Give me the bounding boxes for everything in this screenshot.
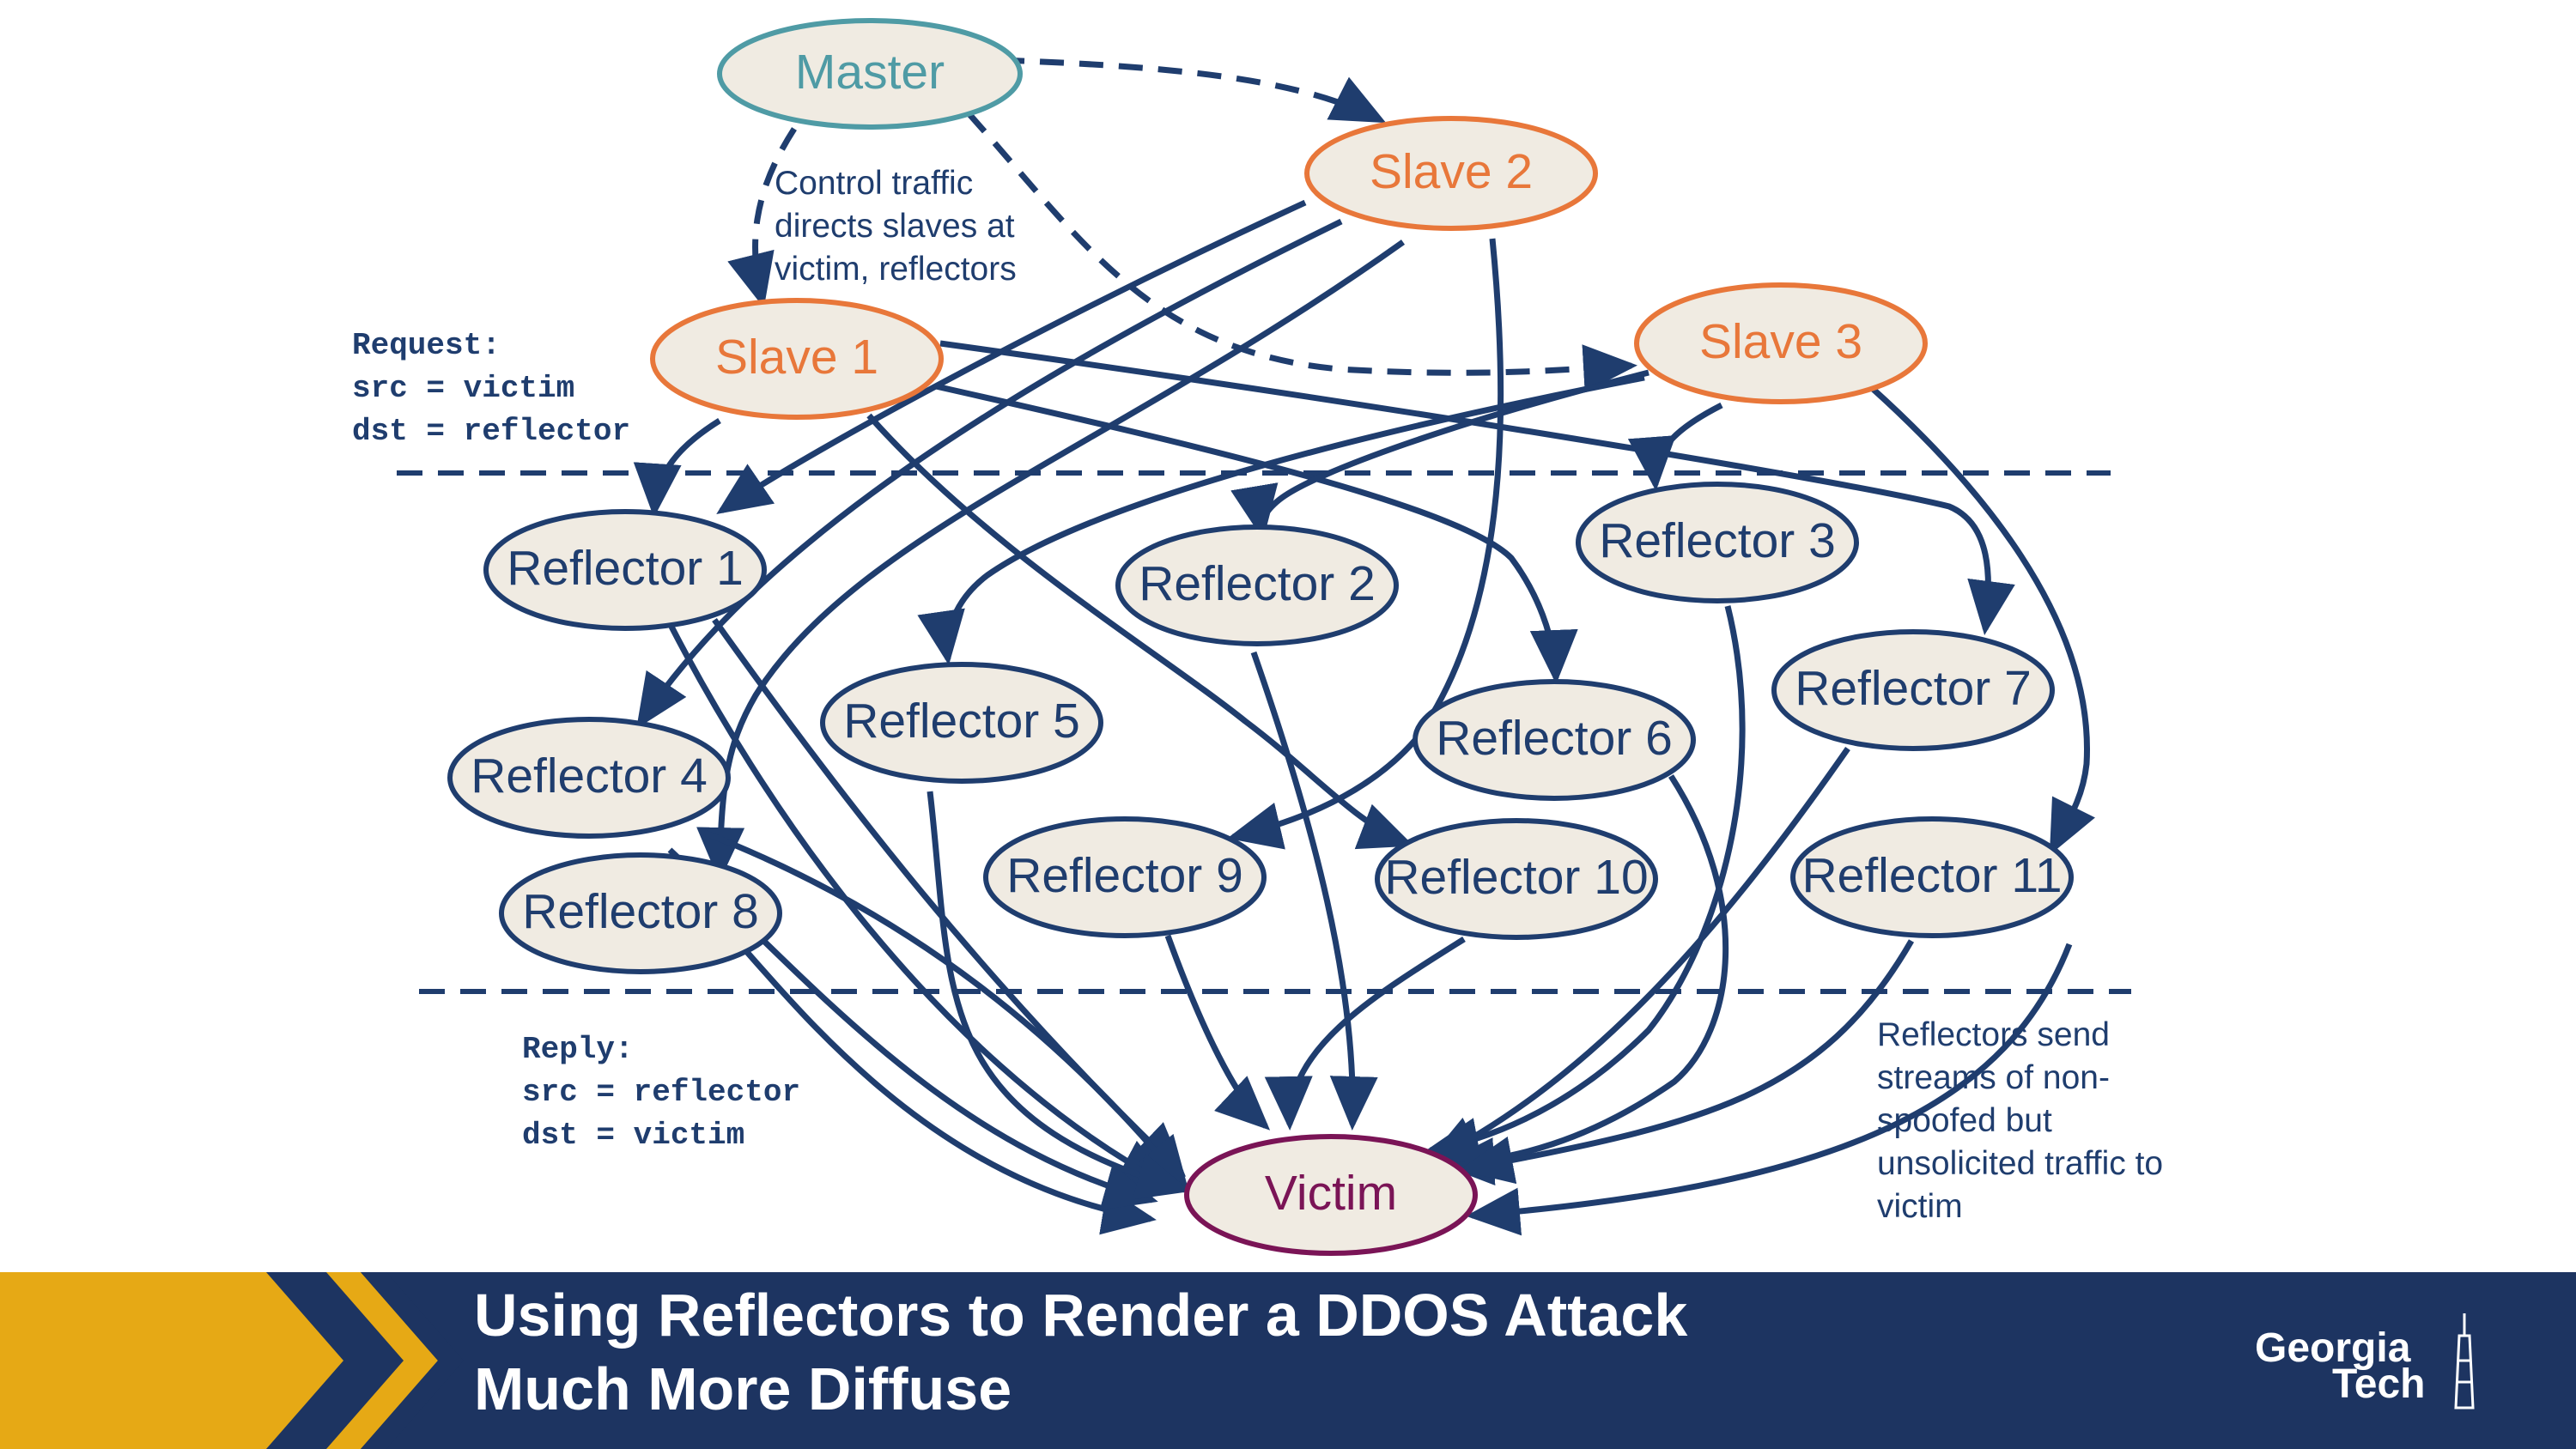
logo-text-line1: Georgia	[2255, 1325, 2411, 1371]
chevron-icon-1	[266, 1272, 404, 1449]
chevron-icon-2	[361, 1272, 464, 1449]
control-traffic-note: Control traffic directs slaves at victim…	[775, 165, 1017, 288]
reflector1-node: Reflector 1	[483, 509, 767, 631]
reflector11-node: Reflector 11	[1790, 816, 2074, 938]
tower-logo-icon	[2454, 1313, 2475, 1410]
reflector7-node: Reflector 7	[1771, 629, 2055, 751]
arrow-reflector7-victim	[1425, 746, 1850, 1164]
arrow-slave3-reflector11	[1869, 385, 2096, 856]
arrow-reflector10-victim	[1264, 937, 1466, 1131]
footer-title-line2: Much More Diffuse	[474, 1355, 1012, 1422]
arrow-slave2-reflector1	[716, 199, 1307, 514]
reflector4-label: Reflector 4	[471, 749, 708, 803]
arrow-reflector1-victim	[668, 625, 1174, 1188]
arrow-slave1-reflector1	[633, 418, 721, 518]
arrow-reflector11b-victim	[1466, 943, 2073, 1236]
reflector9-label: Reflector 9	[1006, 848, 1243, 903]
reflector3-node: Reflector 3	[1576, 482, 1859, 603]
reflector-note-line3: spoofed but	[1877, 1102, 2052, 1139]
master-node: Master	[717, 18, 1023, 130]
arrow-reflector11-victim	[1459, 939, 1915, 1185]
arrow-reflector9-victim	[1164, 934, 1271, 1131]
footer-banner: Using Reflectors to Render a DDOS Attack…	[0, 1272, 2576, 1449]
arrow-reflector8-victim	[738, 942, 1157, 1235]
reply-note: Reply: src = reflector dst = victim	[522, 1032, 800, 1153]
arrow-reflector6-victim	[1440, 774, 1729, 1186]
arrow-reflector3-victim	[1425, 605, 1746, 1166]
arrow-slave1-reflector6	[935, 383, 1578, 684]
arrow-reflector5-victim	[927, 791, 1191, 1200]
control-arrows	[727, 57, 1637, 393]
control-arrow-master-slave2	[999, 57, 1387, 124]
reflector5-label: Reflector 5	[843, 694, 1080, 749]
slave2-node: Slave 2	[1304, 116, 1598, 231]
master-label: Master	[795, 45, 945, 100]
reflector5-node: Reflector 5	[820, 662, 1103, 784]
request-note-line3: dst = reflector	[352, 414, 630, 449]
reflector-note: Reflectors send streams of non- spoofed …	[1877, 1016, 2163, 1225]
reflector1-label: Reflector 1	[507, 541, 744, 596]
victim-node: Victim	[1184, 1134, 1478, 1256]
slave3-label: Slave 3	[1699, 314, 1862, 369]
reflector10-label: Reflector 10	[1384, 850, 1648, 905]
reflector-note-line2: streams of non-	[1877, 1059, 2110, 1096]
slave1-node: Slave 1	[650, 298, 944, 420]
control-arrow-master-slave1	[727, 127, 797, 308]
arrow-slave3-reflector5	[917, 374, 1645, 665]
control-note-line1: Control traffic	[775, 165, 973, 202]
request-note-line2: src = victim	[352, 371, 574, 406]
control-note-line3: victim, reflectors	[775, 251, 1017, 288]
arrow-slave3-reflector2	[1230, 369, 1649, 540]
request-note: Request: src = victim dst = reflector	[352, 328, 630, 449]
reply-note-line1: Reply:	[522, 1032, 634, 1067]
reflector8-label: Reflector 8	[522, 884, 759, 939]
control-note-line2: directs slaves at	[775, 208, 1015, 245]
reflector2-label: Reflector 2	[1139, 556, 1376, 611]
reply-arrows	[667, 605, 2073, 1236]
logo-text-line2: Tech	[2332, 1361, 2425, 1407]
reflector4-node: Reflector 4	[447, 717, 731, 839]
arrow-reflector4-victim	[702, 829, 1189, 1191]
slave1-label: Slave 1	[715, 330, 878, 385]
arrow-slave1-reflector7	[939, 340, 2015, 635]
arrow-reflector2-victim	[1250, 651, 1378, 1131]
reflector10-node: Reflector 10	[1375, 818, 1658, 940]
reflector6-label: Reflector 6	[1436, 711, 1673, 766]
request-note-line1: Request:	[352, 328, 501, 363]
footer-title-line1: Using Reflectors to Render a DDOS Attack	[474, 1282, 1687, 1349]
control-arrow-master-slave3	[966, 111, 1637, 393]
reflector2-node: Reflector 2	[1115, 524, 1399, 646]
reflector-note-line4: unsolicited traffic to	[1877, 1145, 2163, 1182]
arrow-slave1-reflector10	[866, 413, 1414, 850]
slave3-node: Slave 3	[1634, 282, 1928, 404]
reply-note-line3: dst = victim	[522, 1118, 744, 1153]
reflector7-label: Reflector 7	[1795, 661, 2032, 716]
arrow-slave2-reflector4	[636, 218, 1343, 729]
reflector8-node: Reflector 8	[499, 852, 782, 974]
reflector-note-line1: Reflectors send	[1877, 1016, 2110, 1053]
victim-label: Victim	[1265, 1166, 1397, 1221]
reflector11-label: Reflector 11	[1801, 848, 2062, 903]
reflector3-label: Reflector 3	[1599, 513, 1836, 568]
reflector9-node: Reflector 9	[983, 816, 1267, 938]
arrow-slave3-reflector3	[1627, 402, 1723, 491]
reflector-note-line5: victim	[1877, 1188, 1963, 1225]
reflector6-node: Reflector 6	[1413, 679, 1696, 801]
slave2-label: Slave 2	[1370, 144, 1533, 199]
reply-note-line2: src = reflector	[522, 1075, 800, 1110]
